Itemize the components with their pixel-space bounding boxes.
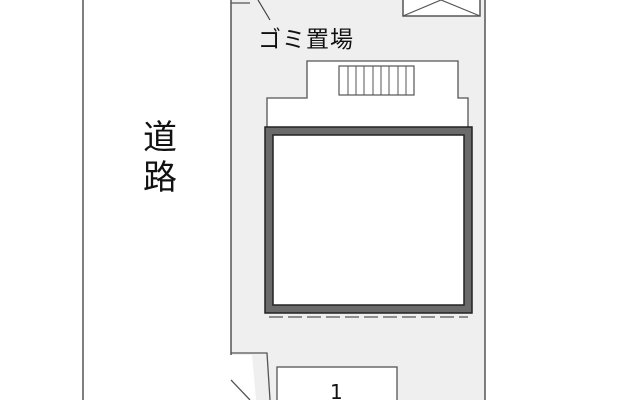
building-interior (272, 134, 465, 306)
stair-steps (347, 66, 407, 95)
garbage-container-box (402, 0, 481, 17)
parking-space-number: 1 (330, 380, 343, 404)
road-label-char-2: 路 (143, 158, 177, 198)
garbage-container-roof (402, 0, 481, 17)
road-label-char-1: 道 (143, 118, 177, 158)
road-label: 道 路 (140, 118, 180, 198)
stairs (338, 65, 415, 96)
lot-corner-diagonal (230, 379, 251, 400)
lot-corner-notch (231, 352, 271, 400)
garbage-area-label: ゴミ置場 (258, 27, 354, 53)
parking-space-1 (276, 366, 398, 400)
garbage-leader-line (257, 0, 271, 21)
